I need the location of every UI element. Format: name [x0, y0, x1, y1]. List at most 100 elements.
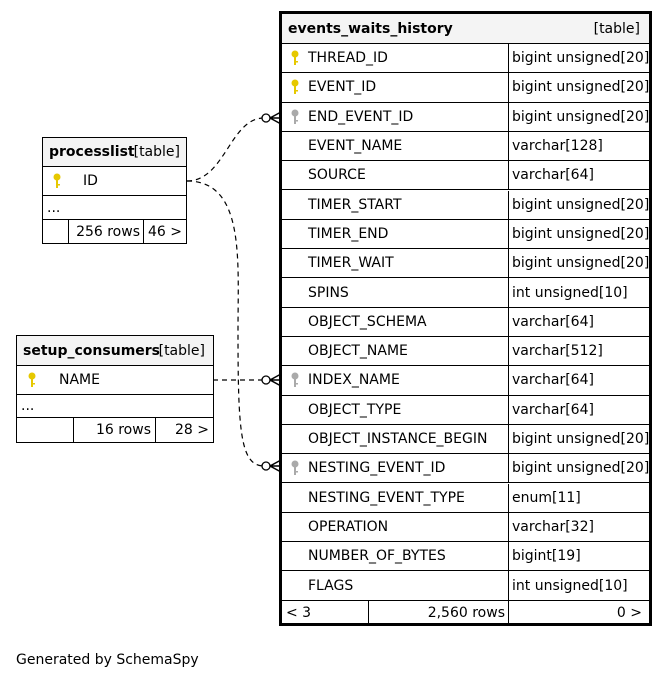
column-name: NUMBER_OF_BYTES — [308, 548, 446, 565]
table-footer: 256 rows 46 > — [43, 220, 186, 243]
column-type: bigint unsigned[20] — [512, 460, 650, 477]
table-row[interactable]: EVENT_NAME varchar[128] — [282, 131, 649, 162]
table-row[interactable]: EVENT_ID bigint unsigned[20] — [282, 73, 650, 103]
column-name: OBJECT_INSTANCE_BEGIN — [308, 431, 488, 448]
row-count: 2,560 rows — [427, 604, 505, 621]
table-footer: 16 rows 28 > — [17, 418, 213, 442]
ellipsis: ... — [21, 398, 35, 414]
column-type: varchar[64] — [512, 401, 594, 418]
primary-key-icon — [291, 50, 299, 66]
table-row[interactable]: SPINS int unsigned[10] — [282, 278, 649, 308]
column-name: NAME — [59, 372, 100, 388]
table-row[interactable]: TIMER_START bigint unsigned[20] — [282, 190, 650, 220]
column-type: enum[11] — [512, 489, 581, 506]
foreign-key-icon — [291, 109, 299, 124]
row-count: 256 rows — [76, 223, 140, 240]
column-type: int unsigned[10] — [512, 577, 628, 594]
primary-key-icon — [28, 372, 36, 387]
column-type: varchar[64] — [512, 167, 594, 184]
table-row[interactable]: OBJECT_SCHEMA varchar[64] — [282, 307, 649, 337]
foreign-key-icon — [291, 372, 299, 388]
column-type: varchar[128] — [512, 138, 603, 155]
column-type: bigint unsigned[20] — [512, 79, 650, 96]
table-row-ellipsis: ... — [17, 395, 213, 418]
table-row[interactable]: NUMBER_OF_BYTES bigint[19] — [282, 542, 649, 572]
column-name: EVENT_ID — [308, 79, 377, 96]
table-footer: < 3 2,560 rows 0 > — [282, 600, 649, 625]
column-name: END_EVENT_ID — [308, 108, 414, 125]
link-end-circle — [261, 461, 271, 471]
column-name: ID — [83, 173, 98, 189]
column-name: OBJECT_SCHEMA — [308, 313, 427, 330]
column-name: SOURCE — [308, 167, 366, 184]
column-type: bigint unsigned[20] — [512, 108, 650, 125]
column-name: EVENT_NAME — [308, 138, 403, 155]
column-type: varchar[32] — [512, 518, 594, 535]
table-title: setup_consumers — [23, 342, 161, 359]
column-name: NESTING_EVENT_TYPE — [308, 489, 465, 506]
link-end-circle — [261, 113, 271, 123]
column-name: THREAD_ID — [308, 50, 388, 67]
column-name: TIMER_WAIT — [308, 255, 394, 272]
generated-by-label: Generated by SchemaSpy — [16, 652, 199, 668]
table-kind: [table] — [593, 20, 640, 37]
column-name: FLAGS — [308, 577, 354, 594]
table-row[interactable]: NESTING_EVENT_TYPE enum[11] — [282, 483, 649, 513]
table-row[interactable]: OBJECT_NAME varchar[512] — [282, 337, 649, 367]
table-header: events_waits_history [table] — [282, 14, 649, 44]
column-name: OBJECT_TYPE — [308, 401, 402, 418]
link-end-circle — [261, 375, 271, 385]
column-type: bigint unsigned[20] — [512, 255, 650, 272]
link-processlist-nesting-event — [186, 180, 265, 467]
column-name: NESTING_EVENT_ID — [308, 460, 446, 477]
table-row[interactable]: FLAGS int unsigned[10] — [282, 571, 649, 601]
table-row[interactable]: TIMER_WAIT bigint unsigned[20] — [282, 249, 650, 279]
foreign-key-icon — [291, 460, 299, 476]
table-row[interactable]: OBJECT_INSTANCE_BEGIN bigint unsigned[20] — [282, 424, 650, 455]
column-type: bigint unsigned[20] — [512, 50, 650, 67]
table-row[interactable]: ID — [43, 167, 186, 196]
table-row[interactable]: TIMER_END bigint unsigned[20] — [282, 219, 650, 250]
table-kind: [table] — [133, 144, 180, 160]
table-title: processlist — [49, 144, 135, 160]
column-name: TIMER_END — [308, 225, 389, 242]
children-count[interactable]: 28 > — [175, 422, 209, 438]
table-row[interactable]: SOURCE varchar[64] — [282, 161, 649, 191]
column-name: INDEX_NAME — [308, 372, 400, 389]
column-type: bigint unsigned[20] — [512, 225, 650, 242]
column-name: OBJECT_NAME — [308, 343, 408, 360]
table-row[interactable]: NAME — [17, 366, 213, 395]
table-row-ellipsis: ... — [43, 196, 186, 220]
column-type: varchar[512] — [512, 343, 603, 360]
column-name: OPERATION — [308, 518, 389, 535]
table-row[interactable]: INDEX_NAME varchar[64] — [282, 366, 649, 396]
column-type: bigint[19] — [512, 548, 581, 565]
primary-key-icon — [53, 173, 61, 188]
table-row[interactable]: NESTING_EVENT_ID bigint unsigned[20] — [282, 454, 650, 484]
table-row[interactable]: THREAD_ID bigint unsigned[20] — [282, 44, 650, 74]
table-kind: [table] — [158, 342, 205, 359]
column-type: varchar[64] — [512, 372, 594, 389]
children-count[interactable]: 46 > — [148, 223, 182, 240]
column-name: TIMER_START — [308, 196, 402, 213]
column-type: int unsigned[10] — [512, 284, 628, 301]
table-header: setup_consumers [table] — [17, 336, 213, 366]
table-row[interactable]: OPERATION varchar[32] — [282, 512, 649, 543]
table-processlist[interactable]: processlist [table] ID ... 256 rows 46 > — [42, 137, 187, 244]
column-type: bigint unsigned[20] — [512, 196, 650, 213]
table-title: events_waits_history — [288, 20, 453, 37]
column-type: bigint unsigned[20] — [512, 431, 650, 448]
primary-key-icon — [291, 79, 299, 95]
link-processlist-end-event — [186, 117, 265, 182]
table-row[interactable]: END_EVENT_ID bigint unsigned[20] — [282, 102, 650, 132]
table-header: processlist [table] — [43, 138, 186, 167]
children-count[interactable]: 0 > — [616, 604, 642, 621]
column-type: varchar[64] — [512, 313, 594, 330]
table-setup-consumers[interactable]: setup_consumers [table] NAME ... 16 rows… — [16, 335, 214, 443]
row-count: 16 rows — [95, 422, 151, 438]
table-row[interactable]: OBJECT_TYPE varchar[64] — [282, 395, 649, 425]
ellipsis: ... — [47, 199, 61, 216]
column-name: SPINS — [308, 284, 349, 301]
parents-count[interactable]: < 3 — [286, 604, 312, 621]
